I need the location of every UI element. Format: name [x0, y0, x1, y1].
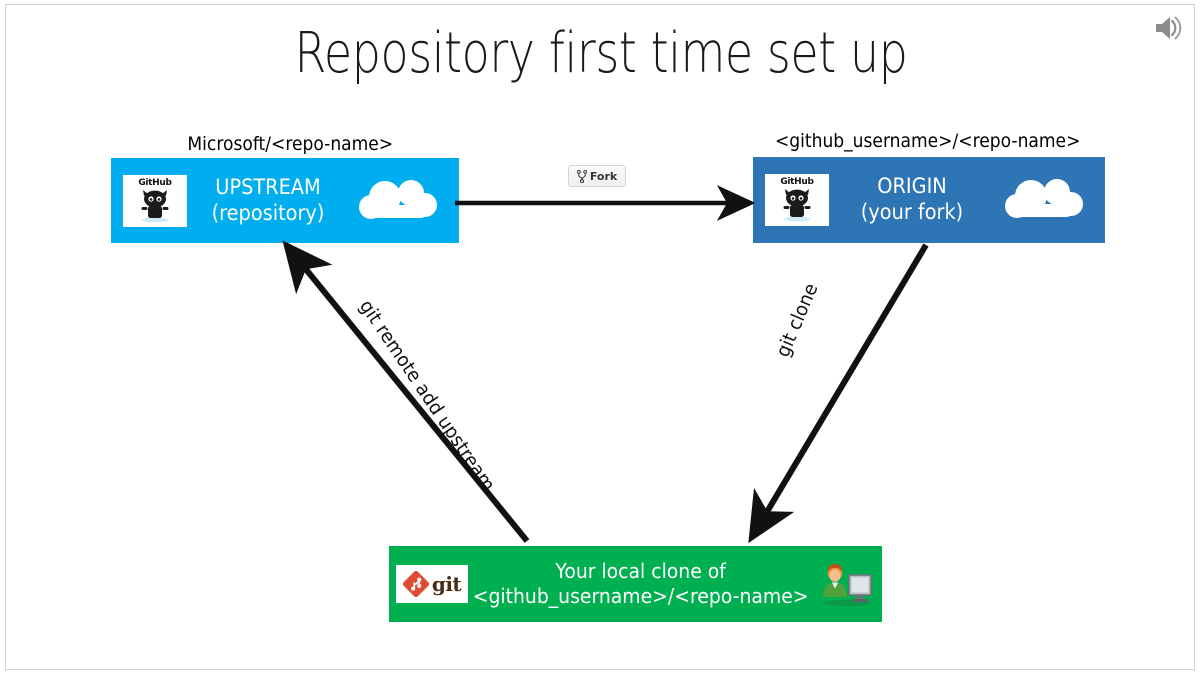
caption-upstream: Microsoft/<repo-name> — [187, 133, 394, 155]
node-upstream[interactable]: GitHub UPSTREAM (repository) — [111, 158, 459, 243]
page-title: Repository first time set up — [294, 21, 908, 86]
speaker-icon[interactable] — [1152, 13, 1186, 43]
arrow-label-git-clone: git clone — [771, 280, 823, 361]
caption-origin: <github_username>/<repo-name> — [774, 130, 1081, 152]
cloud-icon — [353, 175, 445, 227]
node-local-clone-label-line2: <github_username>/<repo-name> — [472, 584, 809, 608]
git-logo-text: git — [431, 572, 462, 596]
node-origin-label-line1: ORIGIN — [877, 174, 947, 199]
arrow-git-clone — [748, 243, 929, 544]
git-logo: git — [396, 565, 468, 603]
arrow-label-git-remote-add-upstream: git remote add upstream — [354, 295, 500, 496]
fork-branch-icon — [576, 169, 587, 183]
node-upstream-label-line2: (repository) — [211, 200, 325, 225]
node-upstream-label-line1: UPSTREAM — [215, 174, 321, 199]
node-origin-label: ORIGIN (your fork) — [832, 174, 992, 225]
cloud-icon — [999, 174, 1091, 226]
node-local-clone[interactable]: git Your local clone of <github_username… — [389, 546, 882, 622]
node-origin[interactable]: GitHub ORIGIN (your fork) — [753, 157, 1105, 243]
node-local-clone-label: Your local clone of <github_username>/<r… — [473, 559, 809, 609]
node-origin-label-line2: (your fork) — [860, 200, 964, 224]
fork-button[interactable]: Fork — [568, 165, 626, 187]
arrow-git-remote-add-upstream — [282, 240, 530, 543]
slide-canvas: Repository first time set up Microsoft/<… — [5, 4, 1195, 670]
github-octocat-logo: GitHub — [765, 174, 829, 226]
github-octocat-logo: GitHub — [123, 174, 187, 227]
person-at-computer-icon — [819, 561, 875, 607]
node-upstream-label: UPSTREAM (repository) — [190, 175, 346, 226]
node-local-clone-label-line1: Your local clone of — [555, 559, 726, 583]
fork-button-label: Fork — [589, 169, 618, 183]
